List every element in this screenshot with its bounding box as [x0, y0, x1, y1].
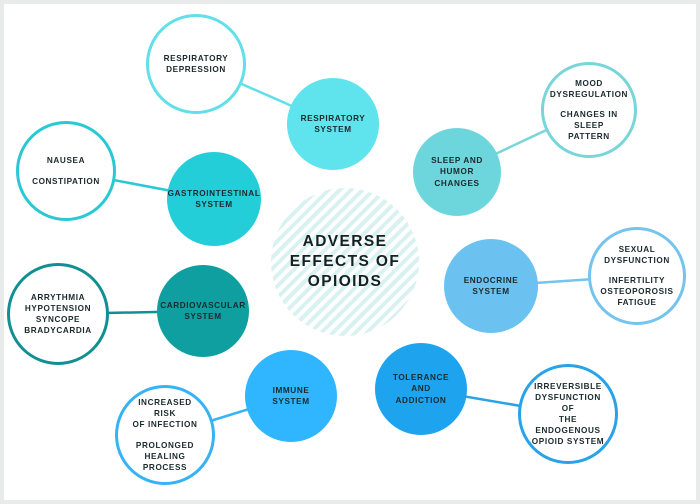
category-node-respiratory: RespiratorySystem — [287, 78, 379, 170]
effect-label-line: Opioid System — [531, 437, 605, 447]
category-node-tolerance: Tolerance andAddiction — [375, 343, 467, 435]
category-label-line: Respiratory — [300, 113, 366, 123]
effect-label-line: Syncope — [35, 315, 81, 324]
effects-node-sleep: MoodDysregulationChanges in Sleep Pattern — [541, 62, 637, 158]
central-topic-line: Effects of — [289, 252, 401, 270]
central-topic-node: Adverse Effects of Opioids — [271, 188, 419, 336]
effect-label-line: Constipation — [32, 176, 100, 186]
category-label-line: Tolerance and — [392, 373, 450, 394]
effect-label-line: Mood — [575, 78, 603, 88]
central-topic-line: Opioids — [307, 273, 383, 291]
category-node-gastro: GastrointestinalSystem — [167, 152, 261, 246]
category-label-line: Gastrointestinal — [167, 188, 261, 198]
effects-node-tolerance: IrreversibleDysfunction ofthe Endogenous… — [518, 364, 618, 464]
effect-label-line: of Infection — [132, 420, 198, 430]
effect-label-line: Dysfunction — [604, 255, 670, 265]
effect-label-line: Fatigue — [617, 298, 657, 308]
effect-label-line: Hypotension — [24, 303, 92, 313]
effect-label-line: Respiratory — [163, 53, 229, 63]
effect-label-line: Prolonged — [135, 440, 195, 450]
category-label-line: Sleep and Humor — [431, 156, 483, 177]
category-label-line: System — [195, 200, 233, 209]
effect-label-line: Bradycardia — [24, 326, 92, 336]
category-label-line: Changes — [434, 178, 480, 188]
central-topic-line: Adverse — [302, 232, 388, 250]
category-label-line: Addiction — [395, 395, 447, 405]
effects-node-gastro: NauseaConstipation — [16, 121, 116, 221]
effects-node-endocrine: SexualDysfunctionInfertilityOsteoporosis… — [588, 227, 686, 325]
diagram-canvas: Adverse Effects of Opioids RespiratorySy… — [4, 4, 696, 500]
category-node-immune: Immune System — [245, 350, 337, 442]
category-node-sleep: Sleep and HumorChanges — [413, 128, 501, 216]
effect-label-line: Healing — [144, 451, 186, 461]
effect-label-line: Nausea — [46, 156, 86, 166]
category-label-line: System — [472, 287, 510, 296]
effect-label-line: Dysfunction of — [535, 392, 601, 413]
category-node-cardio: CardiovascularSystem — [157, 265, 249, 357]
effect-label-line: Sexual — [618, 244, 656, 254]
effect-label-line: Dysregulation — [549, 89, 629, 99]
category-label-line: Endocrine — [463, 275, 519, 285]
effect-label-line: Changes in — [560, 109, 618, 119]
category-node-endocrine: EndocrineSystem — [444, 239, 538, 333]
effects-node-immune: Increased Riskof InfectionProlongedHeali… — [115, 385, 215, 485]
category-label-line: System — [184, 312, 222, 321]
effect-label-line: Process — [142, 462, 188, 472]
category-label-line: Cardiovascular — [160, 300, 246, 310]
effect-label-line: Sleep Pattern — [568, 121, 610, 142]
effect-label-line: Infertility — [608, 275, 666, 285]
effects-node-cardio: ArrythmiaHypotensionSyncopeBradycardia — [7, 263, 109, 365]
category-label-line: System — [314, 125, 352, 134]
effect-label-line: Increased Risk — [138, 398, 192, 419]
effect-label-line: the Endogenous — [535, 415, 601, 436]
effect-label-line: Osteoporosis — [600, 287, 674, 297]
effect-label-line: Depression — [166, 65, 226, 74]
effect-label-line: Irreversible — [534, 381, 602, 391]
category-label-line: Immune System — [272, 385, 310, 406]
effects-node-respiratory: RespiratoryDepression — [146, 14, 246, 114]
effect-label-line: Arrythmia — [30, 292, 86, 302]
